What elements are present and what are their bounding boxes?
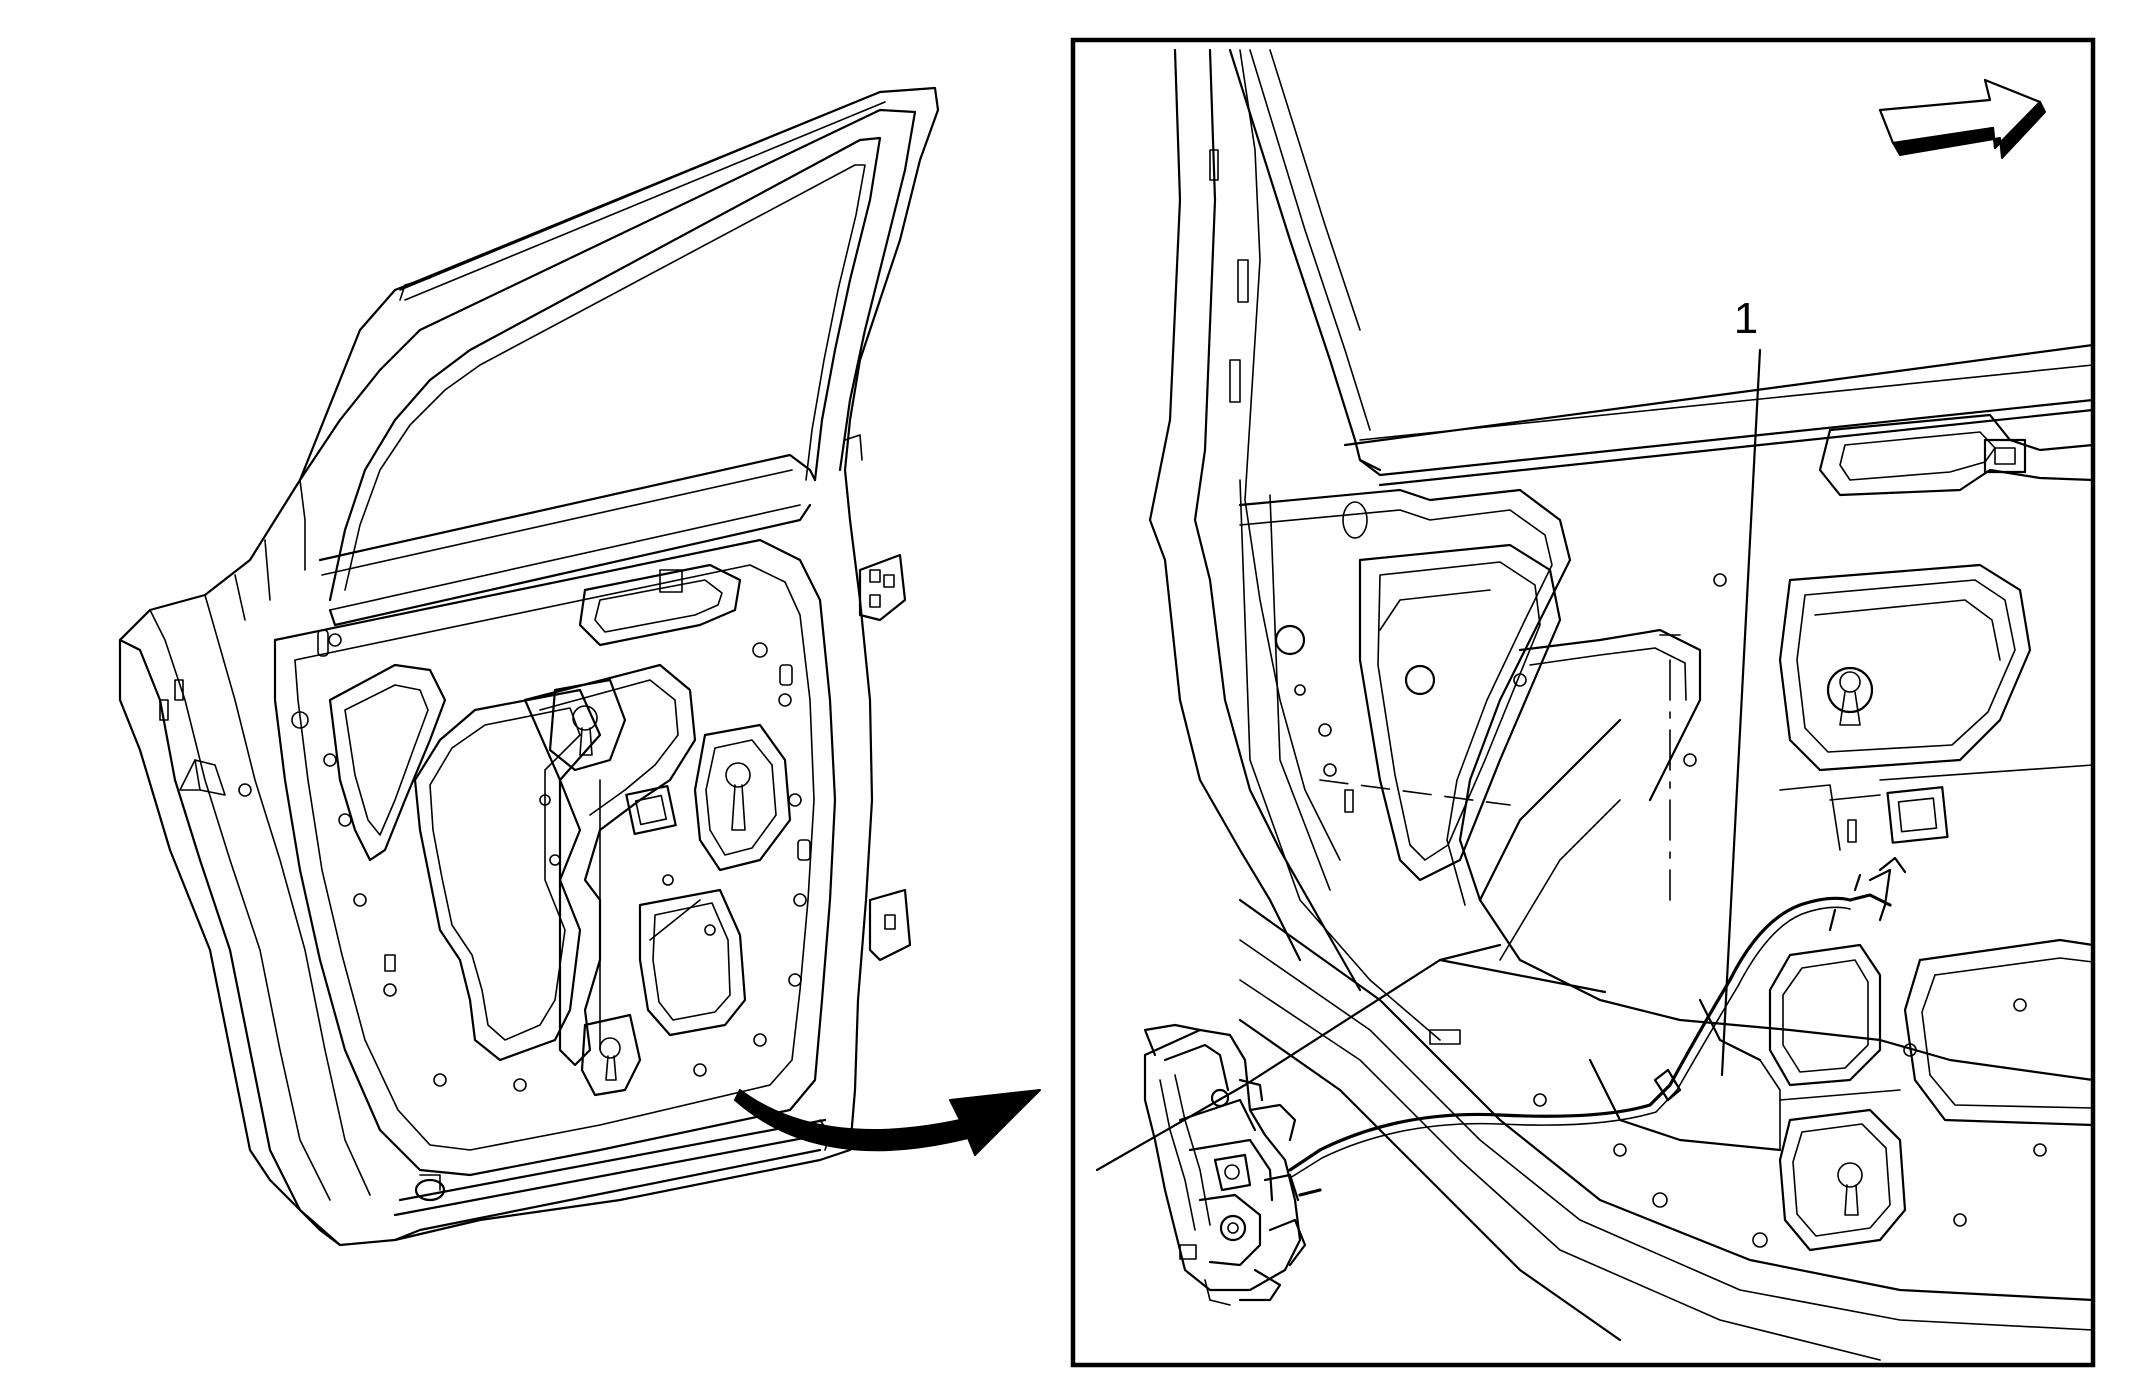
door-overview [118,86,940,1247]
leader-lines [1095,348,1762,1172]
callout-number-1: 1 [1734,294,1758,343]
latch-cable [1288,856,1907,1179]
panel-holes [291,633,807,1092]
curved-arrow-icon [734,1089,1041,1156]
direction-arrow-icon [1878,78,2046,159]
inset-frame [1070,37,2096,1368]
detail-door-interior [1095,48,2093,1361]
inset-panel-holes [1274,573,2047,1248]
door-latch-assembly [1143,1023,1322,1306]
detail-inset: 1 [1070,37,2096,1368]
